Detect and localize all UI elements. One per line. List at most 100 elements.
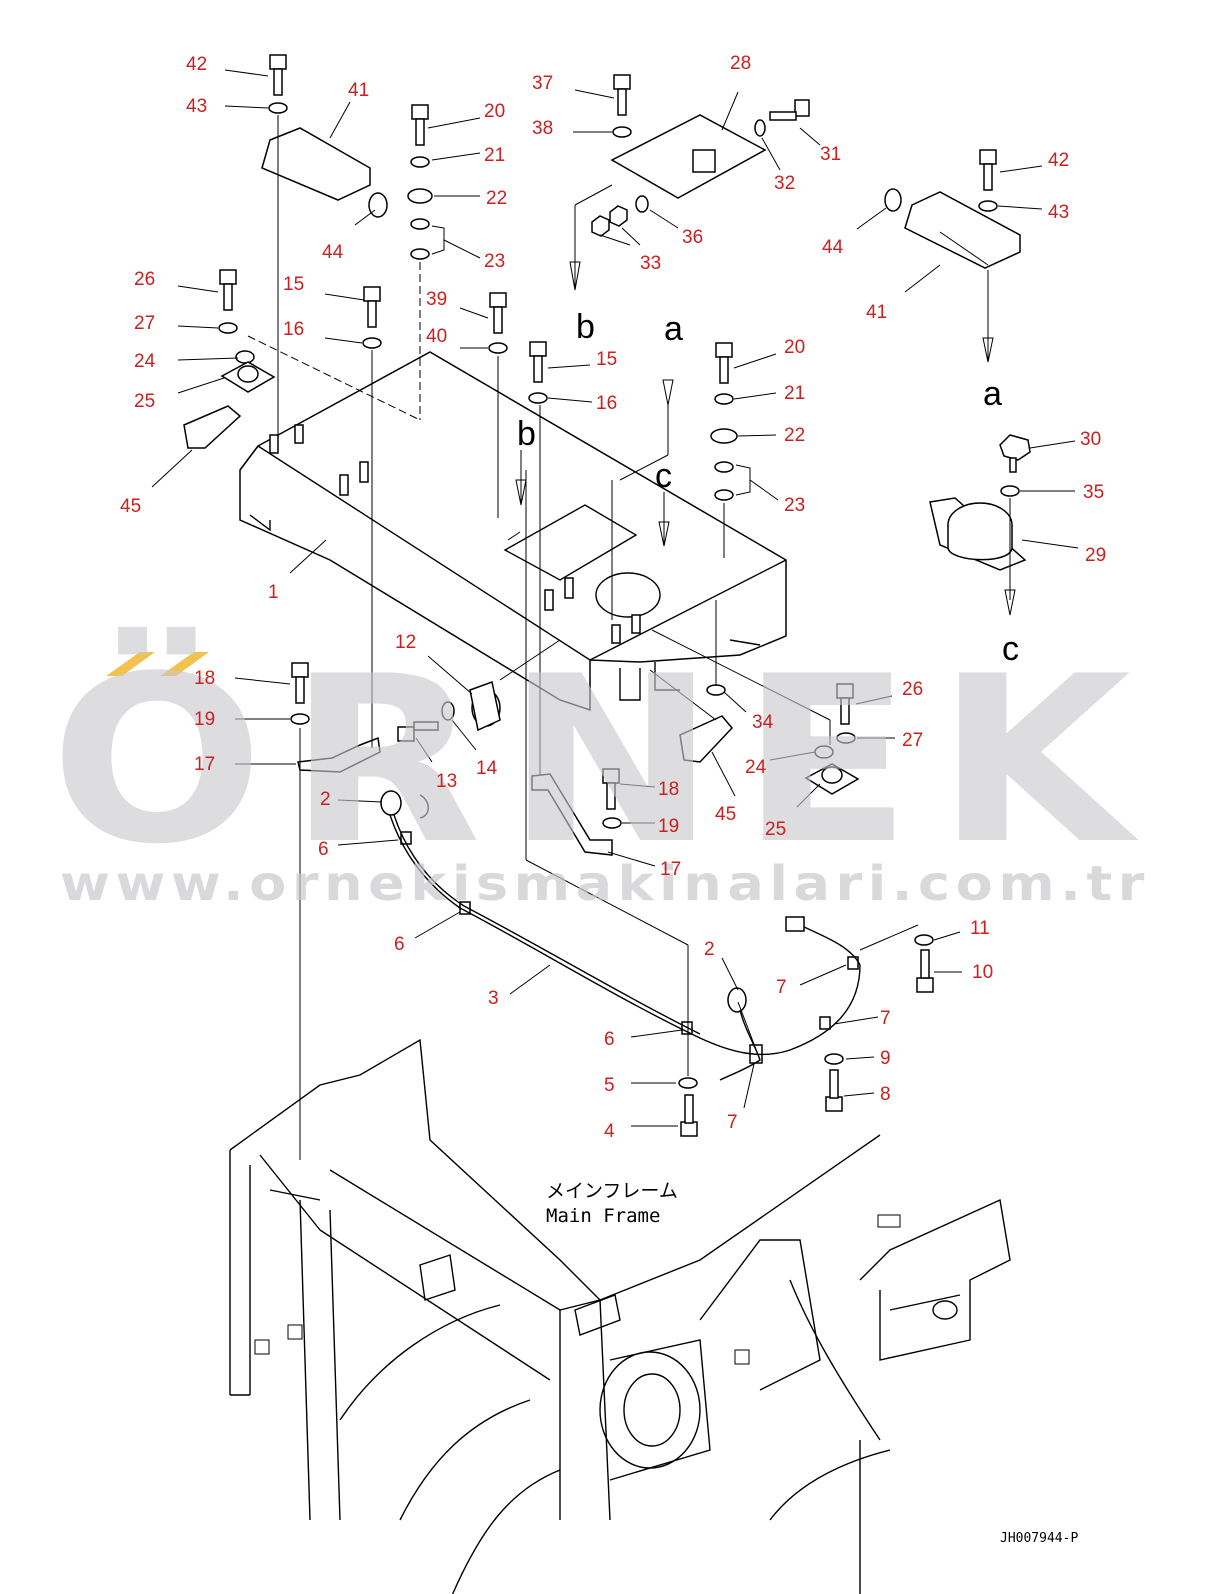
callout-23: 23 [784,495,805,516]
callout-24: 24 [134,351,156,372]
bolt-icon [397,721,439,742]
callout-38: 38 [532,118,553,139]
callout-18: 18 [658,779,679,800]
callout-37: 37 [532,73,553,94]
callout-1: 1 [268,582,279,603]
callout-30: 30 [1080,429,1101,450]
callout-21: 21 [784,383,805,404]
callout-7: 7 [776,977,787,998]
callout-43: 43 [1048,202,1069,223]
callout-29: 29 [1085,545,1106,566]
bolt-icon [836,683,854,725]
bolt-icon [825,1069,843,1112]
callout-18: 18 [194,668,215,689]
view-markers: b a a b c c [517,308,1019,668]
frame-label-jp: メインフレーム [546,1180,678,1202]
callout-16: 16 [283,319,304,340]
hood-cover-drawing [239,351,787,712]
view-marker-b-controller: b [576,308,595,346]
callout-25: 25 [765,819,786,840]
bolt-icon [489,292,507,334]
bolt-icon [769,99,810,121]
callout-17: 17 [660,859,681,880]
callout-17: 17 [194,754,215,775]
callout-15: 15 [596,349,617,370]
callout-36: 36 [682,227,703,248]
callout-10: 10 [972,962,993,983]
callout-14: 14 [476,758,498,779]
callout-25: 25 [134,391,155,412]
callout-42: 42 [1048,150,1069,171]
bolt-icon [219,269,237,311]
callout-22: 22 [784,425,805,446]
callout-20: 20 [484,101,505,122]
callout-19: 19 [658,816,679,837]
callout-6: 6 [394,934,405,955]
drawing-code: JH007944-P [1000,1531,1078,1546]
view-marker-c-hood: c [655,457,672,495]
callout-numbers: 4243414420212223372838313236334243444126… [120,53,1106,1142]
callout-6: 6 [318,839,329,860]
callout-4: 4 [604,1121,615,1142]
callout-27: 27 [134,313,155,334]
callout-28: 28 [730,53,751,74]
callout-15: 15 [283,274,304,295]
callout-44: 44 [822,237,844,258]
callout-2: 2 [704,939,715,960]
frame-label-en: Main Frame [546,1205,660,1227]
callout-45: 45 [715,804,736,825]
callout-42: 42 [186,54,207,75]
callout-16: 16 [596,393,617,414]
watermark-accent-right [160,652,209,676]
callout-32: 32 [774,173,795,194]
callout-2: 2 [320,789,331,810]
view-marker-b-hood: b [517,415,536,453]
callout-19: 19 [194,709,215,730]
watermark-brand: ÖRNEK [50,626,1155,895]
callout-39: 39 [426,289,447,310]
bolt-icon [411,104,429,146]
callout-6: 6 [604,1029,615,1050]
main-frame-drawing [229,1038,1011,1594]
bolt-icon [680,1094,698,1137]
bolt-icon [979,149,997,191]
callout-35: 35 [1083,482,1104,503]
bolt-icon [916,949,934,993]
callout-9: 9 [880,1048,891,1069]
callout-22: 22 [486,188,507,209]
callout-20: 20 [784,337,805,358]
callout-34: 34 [752,712,774,733]
bolt-icon [602,768,620,810]
callout-23: 23 [484,251,505,272]
callout-31: 31 [820,144,841,165]
callout-26: 26 [134,269,155,290]
callout-41: 41 [348,80,369,101]
watermark-accent-left [106,652,155,676]
watermark-url: www.ornekismakinalari.com.tr [60,856,1150,912]
callout-27: 27 [902,730,923,751]
callout-21: 21 [484,145,505,166]
assembly-lines [151,69,1079,1160]
callout-13: 13 [436,771,457,792]
view-marker-a-top: a [664,310,683,348]
callout-41: 41 [866,302,887,323]
bolt-icon [613,74,631,116]
watermark: ÖRNEK www.ornekismakinalari.com.tr [50,626,1155,912]
view-marker-a-cover: a [983,375,1002,413]
callout-8: 8 [880,1084,891,1105]
bolt-icon [291,662,309,704]
callout-5: 5 [604,1075,615,1096]
callout-3: 3 [488,988,499,1009]
callout-7: 7 [727,1112,738,1133]
callout-7: 7 [880,1008,891,1029]
callout-44: 44 [322,242,344,263]
view-marker-c-buzzer: c [1002,630,1019,668]
callout-24: 24 [745,757,767,778]
callout-26: 26 [902,679,923,700]
bolt-icon [529,341,547,383]
bolt-icon [715,342,733,384]
callout-11: 11 [970,918,990,939]
hardware-parts [183,54,1031,1137]
callout-12: 12 [395,632,416,653]
